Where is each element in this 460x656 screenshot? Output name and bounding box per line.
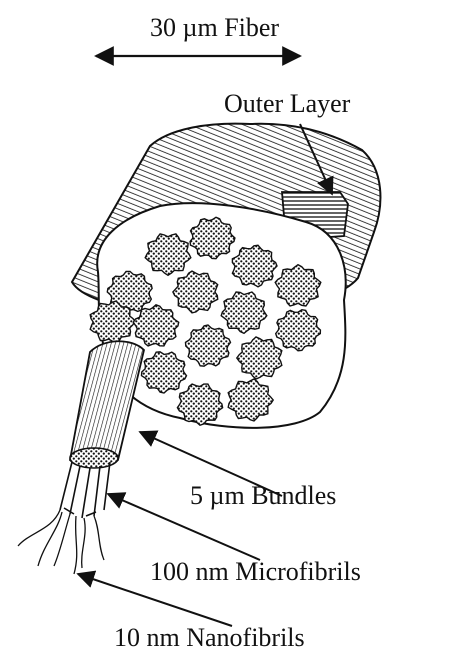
fiber-width-indicator: 30 µm Fiber [96,13,300,56]
bundle-strand [70,341,144,467]
nanofibrils-label: 10 nm Nanofibrils [114,623,305,652]
bundle-strand-end [70,448,118,468]
microfibril-strands [60,462,110,518]
microfibrils-label: 100 nm Microfibrils [150,557,361,586]
outer-layer-label: Outer Layer [224,89,351,118]
bundles-label: 5 µm Bundles [190,481,336,510]
fiber-label: 30 µm Fiber [150,13,279,42]
nanofibril-strands [18,510,104,574]
extracted-bundle [18,341,144,574]
